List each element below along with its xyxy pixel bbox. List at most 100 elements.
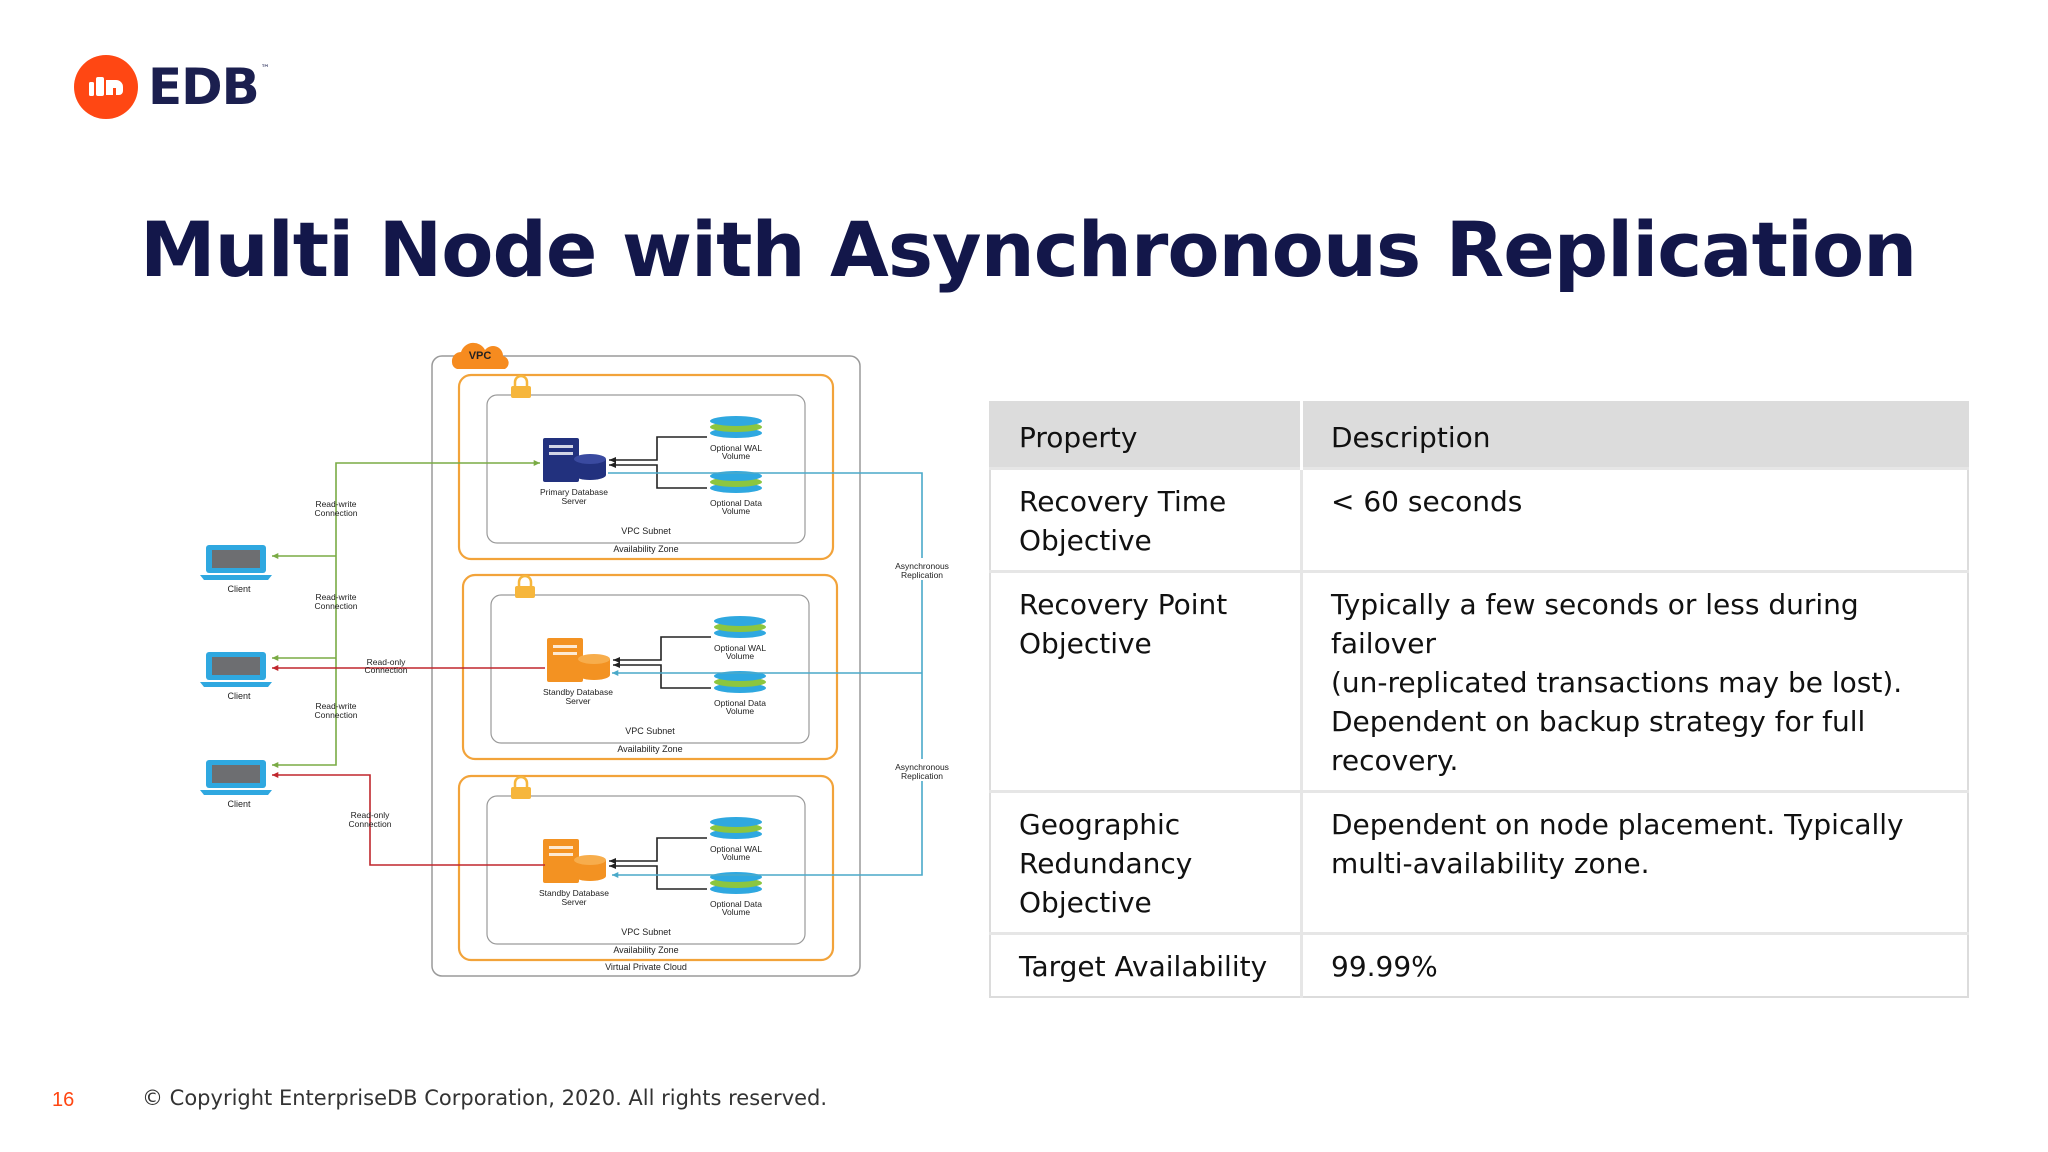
property-line: Geographic	[1019, 808, 1181, 841]
vpc-subnet	[486, 394, 806, 544]
vpc-boundary	[431, 355, 861, 977]
arrowhead	[272, 761, 279, 769]
volume-label: Volume	[726, 706, 755, 716]
availability-zone	[461, 573, 839, 761]
server-slot	[549, 445, 573, 448]
description-line: multi-availability zone.	[1331, 847, 1650, 880]
subnet-label: VPC Subnet	[625, 726, 675, 736]
description-line: 99.99%	[1331, 950, 1438, 983]
property-line: Recovery Point	[1019, 588, 1228, 621]
availability-zone	[457, 373, 835, 561]
server-label: Standby Database	[539, 888, 609, 898]
property-line: Objective	[1019, 886, 1152, 919]
arrowhead	[613, 657, 620, 663]
description-cell: 99.99%	[1301, 932, 1968, 997]
description-cell: Typically a few seconds or less during f…	[1301, 570, 1968, 792]
client-label: Client	[227, 691, 251, 701]
server-label: Standby Database	[543, 687, 613, 697]
volume-top	[710, 872, 762, 882]
server-slot	[549, 452, 573, 455]
subnet-label: VPC Subnet	[621, 526, 671, 536]
description-line: < 60 seconds	[1331, 485, 1523, 518]
read-write-label: Connection	[314, 508, 357, 518]
read-write-label: Read-write	[315, 701, 356, 711]
volume-label: Optional WAL	[710, 844, 762, 854]
volume-top	[710, 817, 762, 827]
database-top	[574, 454, 606, 464]
server-icon	[547, 638, 583, 682]
volume-label: Volume	[722, 907, 751, 917]
vpc-subnet	[486, 795, 806, 945]
server-label: Server	[561, 496, 586, 506]
data-link	[609, 464, 707, 489]
data-link	[609, 865, 707, 890]
copyright-text: © Copyright EnterpriseDB Corporation, 20…	[142, 1086, 828, 1110]
replication-label: Asynchronous	[895, 762, 949, 772]
zone-label: Availability Zone	[613, 544, 678, 554]
laptop-base	[200, 682, 272, 687]
vpc-subnet	[490, 594, 810, 744]
laptop-screen	[212, 550, 260, 568]
lock-shackle	[517, 574, 533, 586]
read-write-line	[335, 462, 540, 684]
volume-label: Volume	[722, 506, 751, 516]
arrowhead	[609, 462, 616, 468]
read-write-label: Connection	[314, 601, 357, 611]
client-label: Client	[227, 799, 251, 809]
server-slot	[553, 645, 577, 648]
replication-label: Asynchronous	[895, 561, 949, 571]
lock-icon	[511, 386, 531, 398]
read-only-label: Read-only	[351, 810, 390, 820]
property-line: Objective	[1019, 627, 1152, 660]
lock-shackle	[513, 374, 529, 386]
read-write-label: Read-write	[315, 592, 356, 602]
arrowhead	[612, 871, 619, 879]
replication-label-bg	[880, 558, 964, 580]
property-line: Redundancy	[1019, 847, 1193, 880]
arrowhead	[613, 662, 620, 668]
wal-link	[609, 436, 707, 461]
server-icon	[543, 438, 579, 482]
arrowhead	[272, 654, 279, 662]
table-header-row: Property Description	[990, 402, 1968, 469]
arrowhead	[533, 459, 540, 467]
database-top	[578, 654, 610, 664]
read-only-label: Connection	[364, 665, 407, 675]
zone-label: Availability Zone	[613, 945, 678, 955]
lock-shackle	[513, 775, 529, 787]
volume-top	[710, 416, 762, 426]
server-icon	[543, 839, 579, 883]
read-only-label: Read-only	[367, 657, 406, 667]
volume-label: Optional Data	[714, 698, 766, 708]
lock-icon	[511, 787, 531, 799]
property-line: Objective	[1019, 524, 1152, 557]
arrowhead	[272, 664, 279, 672]
laptop-base	[200, 790, 272, 795]
replication-label: Replication	[901, 771, 943, 781]
replication-line	[608, 472, 923, 876]
vpc-badge: VPC	[469, 350, 492, 362]
table-row: Target Availability 99.99%	[990, 932, 1968, 997]
laptop-base	[200, 575, 272, 580]
description-cell: < 60 seconds	[1301, 467, 1968, 572]
vpc-cloud-icon	[451, 342, 509, 369]
property-line: Target Availability	[1019, 950, 1268, 983]
server-slot	[553, 652, 577, 655]
zone-label: Availability Zone	[617, 744, 682, 754]
header-property: Property	[990, 402, 1303, 469]
volume-label: Volume	[722, 451, 751, 461]
server-label: Server	[565, 696, 590, 706]
volume-top	[714, 616, 766, 626]
vpc-label: Virtual Private Cloud	[605, 962, 687, 972]
description-line: Dependent on node placement. Typically	[1331, 808, 1904, 841]
replication-label: Replication	[901, 570, 943, 580]
read-write-label: Connection	[314, 710, 357, 720]
property-cell: Target Availability	[990, 932, 1303, 997]
